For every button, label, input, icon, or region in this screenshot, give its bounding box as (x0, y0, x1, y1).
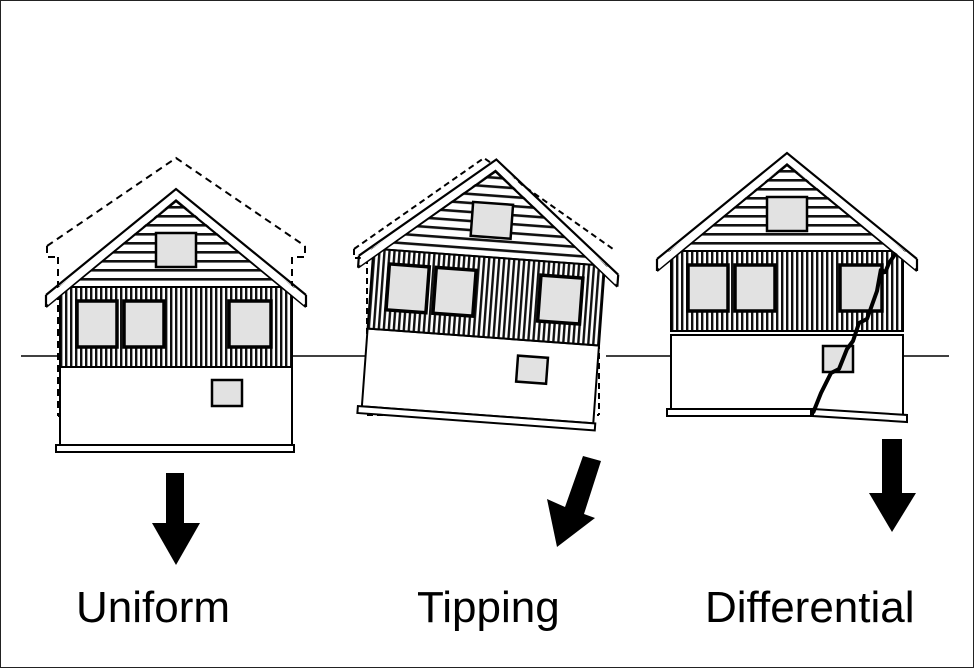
house-differential (655, 151, 919, 424)
arrow-down-left-icon-tipping (547, 456, 601, 547)
house-tipping (351, 148, 628, 432)
house-uniform (44, 156, 308, 453)
crack (811, 251, 898, 414)
arrow-down-icon-differential (869, 439, 916, 532)
label-tipping: Tipping (417, 583, 560, 632)
arrow-down-icon-uniform (152, 473, 200, 565)
label-differential: Differential (705, 583, 915, 632)
label-uniform: Uniform (76, 583, 231, 632)
